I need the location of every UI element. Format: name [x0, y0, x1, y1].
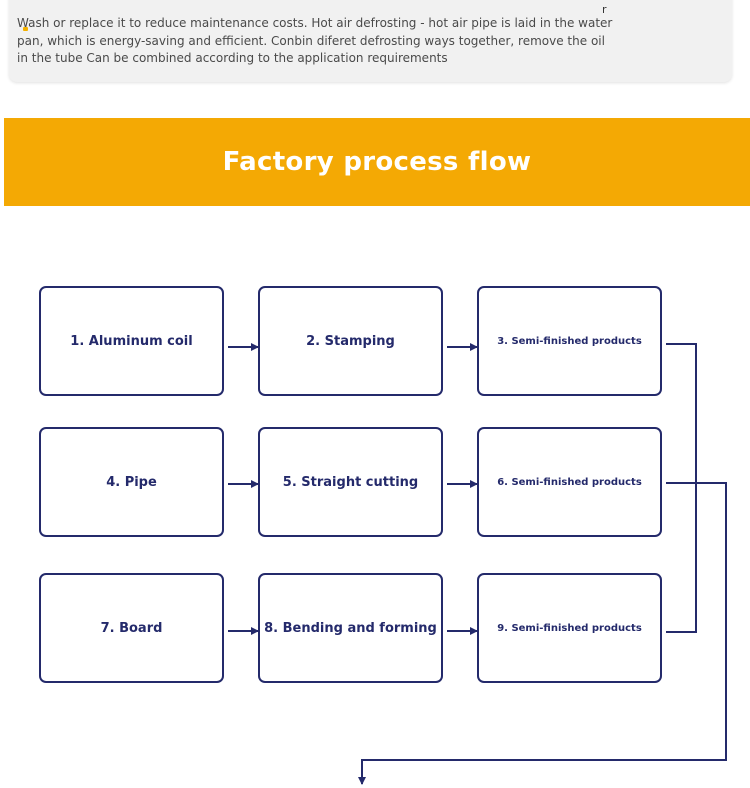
step-label: 2. Stamping — [306, 333, 395, 349]
step-straight-cutting: 5. Straight cutting — [258, 427, 443, 537]
step-label: 7. Board — [100, 620, 163, 636]
section-banner: Factory process flow — [4, 118, 750, 206]
step-board: 7. Board — [39, 573, 224, 683]
step-label: 6. Semi-finished products — [497, 476, 642, 488]
highlight-mark — [23, 27, 28, 31]
merge-connector-upper — [666, 343, 697, 633]
step-label: 5. Straight cutting — [282, 474, 419, 490]
step-label: 9. Semi-finished products — [497, 622, 642, 634]
output-connector — [358, 482, 727, 785]
step-stamping: 2. Stamping — [258, 286, 443, 396]
section-title: Factory process flow — [222, 147, 532, 177]
description-panel — [9, 0, 732, 82]
step-pipe: 4. Pipe — [39, 427, 224, 537]
step-semi-finished-6: 6. Semi-finished products — [477, 427, 662, 537]
step-bending-forming: 8. Bending and forming — [258, 573, 443, 683]
step-label: 4. Pipe — [106, 474, 157, 490]
description-text: Wash or replace it to reduce maintenance… — [17, 16, 613, 65]
step-label: 8. Bending and forming — [264, 620, 437, 636]
step-semi-finished-9: 9. Semi-finished products — [477, 573, 662, 683]
step-label: 1. Aluminum coil — [70, 333, 193, 349]
step-aluminum-coil: 1. Aluminum coil — [39, 286, 224, 396]
stray-character: r — [602, 3, 607, 16]
step-label: 3. Semi-finished products — [497, 335, 642, 347]
step-semi-finished-3: 3. Semi-finished products — [477, 286, 662, 396]
